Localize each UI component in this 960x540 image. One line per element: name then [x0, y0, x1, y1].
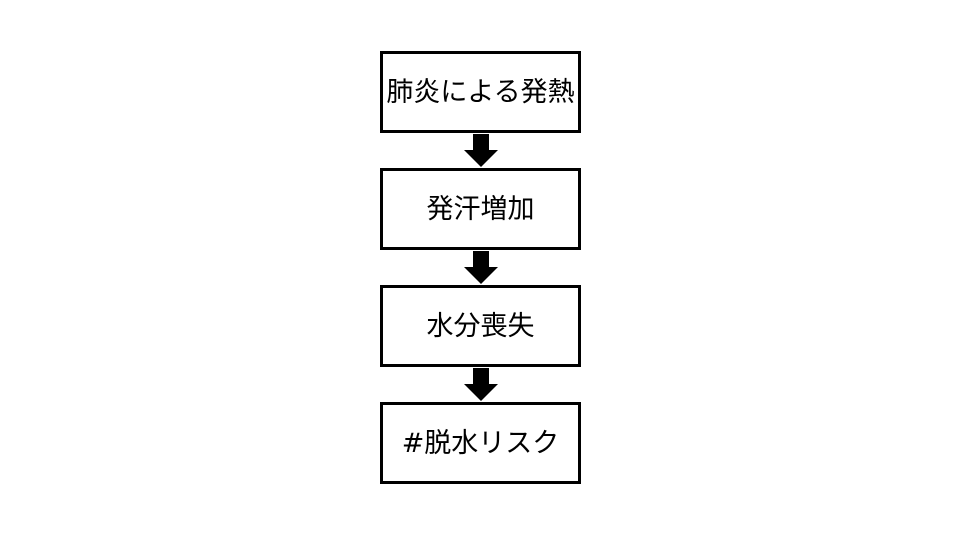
flow-node-4-label: #脱水リスク: [401, 427, 560, 459]
flow-node-4[interactable]: #脱水リスク: [380, 402, 581, 484]
flowchart: 肺炎による発熱 発汗増加 水分喪失 #脱水リスク: [380, 51, 581, 484]
flow-node-1-label: 肺炎による発熱: [386, 76, 575, 108]
flow-node-3[interactable]: 水分喪失: [380, 285, 581, 367]
flow-node-2[interactable]: 発汗増加: [380, 168, 581, 250]
arrow-down-icon: [463, 368, 498, 401]
flow-node-2-label: 発汗増加: [426, 193, 535, 225]
flow-connector-3: [380, 367, 581, 402]
flow-node-1[interactable]: 肺炎による発熱: [380, 51, 581, 133]
flow-node-3-label: 水分喪失: [426, 310, 535, 342]
flow-connector-1: [380, 133, 581, 168]
arrow-down-icon: [463, 251, 498, 284]
flow-connector-2: [380, 250, 581, 285]
arrow-down-icon: [463, 134, 498, 167]
